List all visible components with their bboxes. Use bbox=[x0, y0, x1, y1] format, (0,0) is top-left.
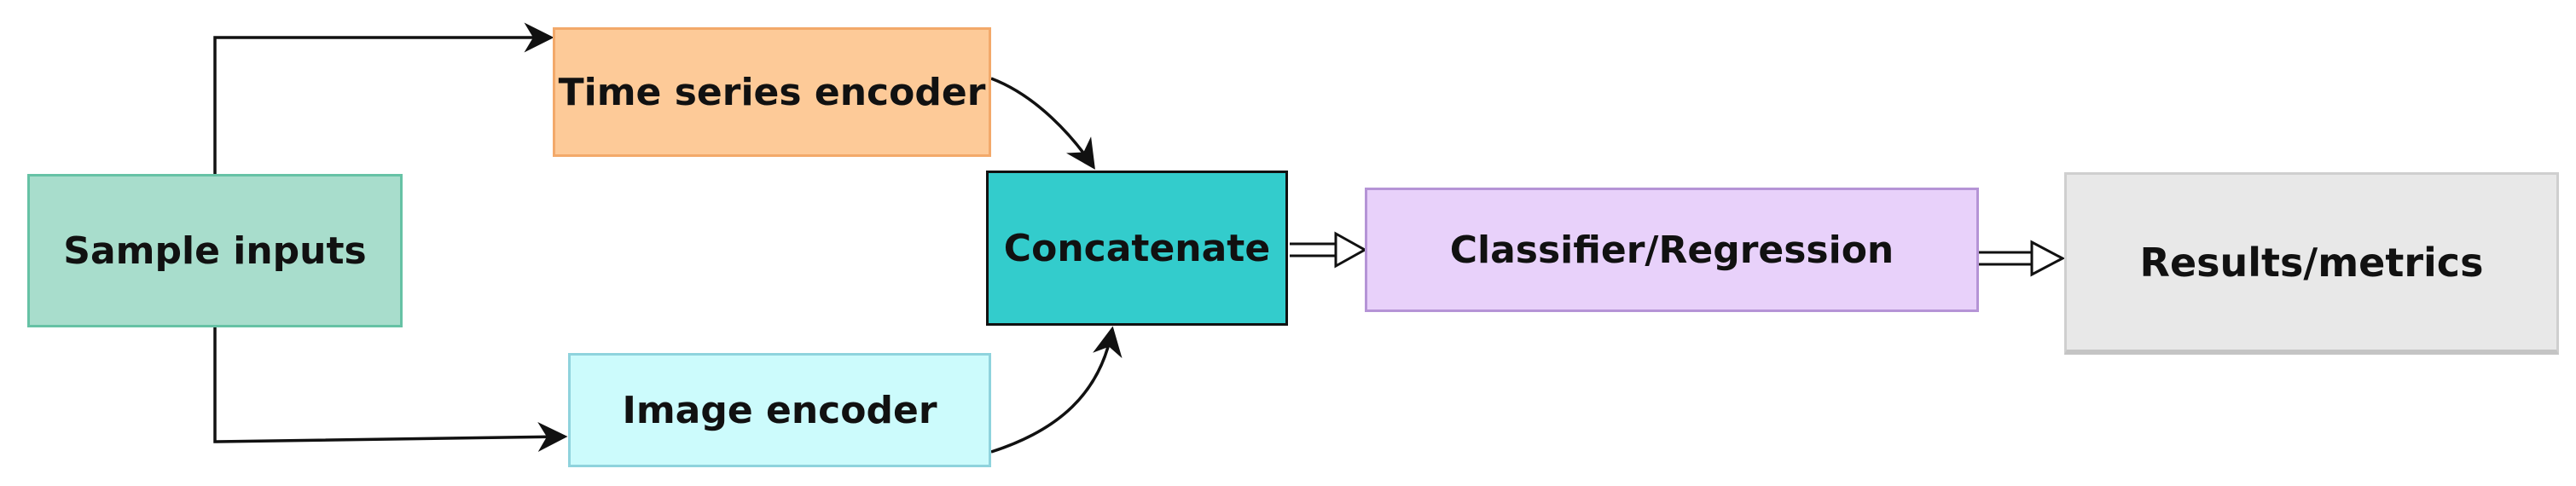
node-classifier-regression: Classifier/Regression bbox=[1365, 188, 1979, 312]
node-sample-inputs: Sample inputs bbox=[27, 174, 403, 327]
node-results-metrics: Results/metrics bbox=[2064, 172, 2559, 355]
node-results-metrics-label: Results/metrics bbox=[2139, 239, 2484, 286]
node-image-encoder-label: Image encoder bbox=[622, 388, 937, 432]
node-time-series-encoder: Time series encoder bbox=[553, 27, 991, 157]
arrow-image-to-concatenate bbox=[990, 326, 1123, 454]
node-concatenate-label: Concatenate bbox=[1003, 226, 1271, 270]
node-sample-inputs-label: Sample inputs bbox=[63, 229, 367, 273]
node-time-series-encoder-label: Time series encoder bbox=[558, 70, 986, 114]
node-image-encoder: Image encoder bbox=[568, 353, 991, 467]
arrow-time-series-to-concatenate bbox=[990, 77, 1095, 170]
arrow-sample-to-image bbox=[213, 327, 568, 452]
hollow-arrow-classifier-to-results bbox=[1979, 240, 2066, 277]
arrow-sample-to-time-series bbox=[213, 22, 554, 174]
node-concatenate: Concatenate bbox=[986, 171, 1288, 326]
node-classifier-regression-label: Classifier/Regression bbox=[1449, 228, 1894, 272]
hollow-arrow-concatenate-to-classifier bbox=[1290, 231, 1368, 269]
